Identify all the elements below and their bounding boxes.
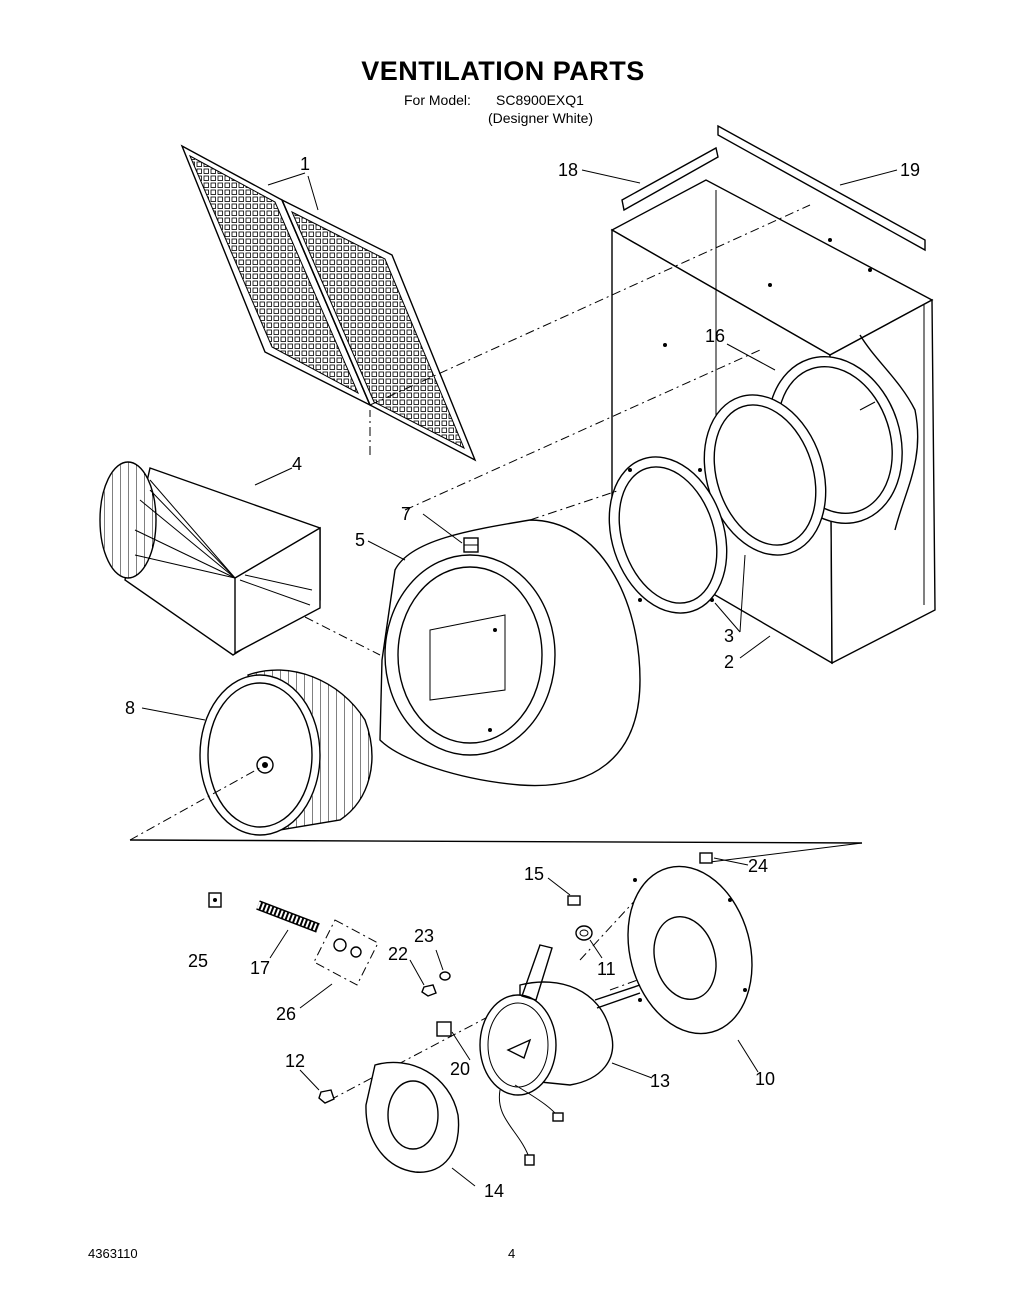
callout-16: 16 bbox=[705, 326, 725, 346]
part-19-trim-strip bbox=[717, 124, 926, 252]
page-number: 4 bbox=[508, 1246, 516, 1261]
part-25-clip bbox=[208, 892, 222, 908]
callout-24: 24 bbox=[748, 856, 768, 876]
page-title: VENTILATION PARTS bbox=[361, 56, 645, 86]
model-variant: (Designer White) bbox=[488, 110, 594, 126]
callout-23: 23 bbox=[414, 926, 434, 946]
part-7-screw bbox=[463, 537, 479, 553]
model-number: SC8900EXQ1 bbox=[496, 92, 584, 108]
leader-lines bbox=[141, 169, 898, 1187]
callout-11: 11 bbox=[597, 959, 616, 979]
model-line: For Model: SC8900EXQ1 bbox=[404, 92, 584, 108]
part-11-grommet bbox=[575, 925, 593, 941]
callout-3: 3 bbox=[724, 626, 734, 646]
part-20-spacer bbox=[436, 1021, 452, 1037]
callout-18: 18 bbox=[558, 160, 578, 180]
part-2-adapter-ring bbox=[608, 456, 728, 614]
callout-5: 5 bbox=[355, 530, 365, 550]
part-23-washer bbox=[439, 971, 451, 981]
callout-2: 2 bbox=[724, 652, 734, 672]
model-label: For Model: bbox=[404, 92, 471, 108]
part-13-motor bbox=[479, 944, 641, 1166]
part-26-connector-kit bbox=[313, 919, 379, 986]
part-24-screw bbox=[699, 852, 713, 864]
part-12-nut bbox=[318, 1089, 335, 1104]
callout-19: 19 bbox=[900, 160, 920, 180]
part-4-duct bbox=[99, 461, 321, 656]
part-8-blower-wheel bbox=[199, 669, 373, 836]
callout-25: 25 bbox=[188, 951, 208, 971]
callout-22: 22 bbox=[388, 944, 408, 964]
callout-15: 15 bbox=[524, 864, 544, 884]
callout-20: 20 bbox=[450, 1059, 470, 1079]
part-3-gasket bbox=[703, 394, 827, 556]
part-18-trim-strip bbox=[621, 146, 719, 212]
callout-14: 14 bbox=[484, 1181, 504, 1201]
callout-1: 1 bbox=[300, 154, 310, 174]
section-divider-slant bbox=[709, 842, 863, 863]
callout-7: 7 bbox=[401, 504, 411, 524]
part-1-filter bbox=[180, 144, 477, 462]
part-15-screw bbox=[567, 895, 581, 906]
section-divider bbox=[129, 839, 863, 844]
part-5-blower-housing bbox=[379, 519, 641, 787]
callout-12: 12 bbox=[285, 1051, 305, 1071]
document-number: 4363110 bbox=[88, 1246, 138, 1261]
callout-10: 10 bbox=[755, 1069, 775, 1089]
callout-labels: 1 2 3 4 5 7 8 10 11 12 13 14 15 16 17 18… bbox=[125, 154, 920, 1201]
callout-13: 13 bbox=[650, 1071, 670, 1091]
part-22-nut bbox=[421, 984, 437, 997]
callout-17: 17 bbox=[250, 958, 270, 978]
callout-4: 4 bbox=[292, 454, 302, 474]
assembly-lines bbox=[129, 204, 811, 1101]
part-14-bracket bbox=[365, 1061, 460, 1173]
part-10-mount-plate bbox=[627, 865, 753, 1035]
callout-26: 26 bbox=[276, 1004, 296, 1024]
part-17-conduit bbox=[256, 900, 320, 933]
callout-8: 8 bbox=[125, 698, 135, 718]
